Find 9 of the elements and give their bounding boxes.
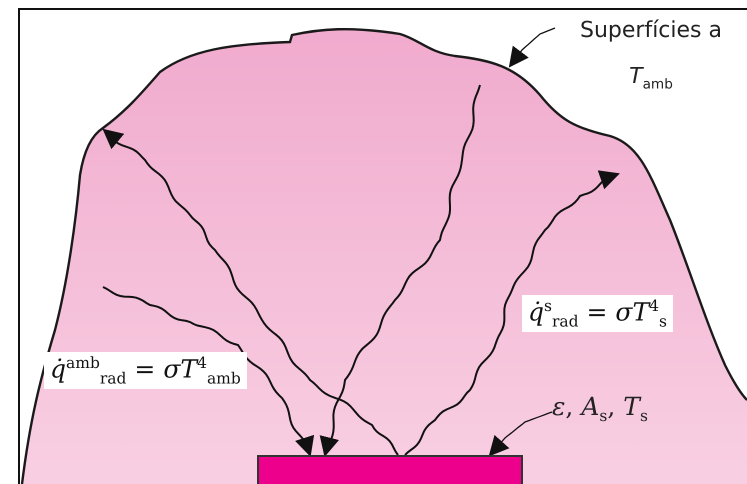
radiation-arrow	[102, 128, 399, 456]
radiation-arrow	[320, 84, 481, 457]
radiation-arrow	[404, 170, 620, 456]
surroundings-label: Superfícies a T$_{amb}$	[555, 8, 747, 104]
leader-line	[488, 411, 552, 456]
leader-line	[508, 27, 556, 68]
surface-block	[257, 455, 523, 484]
surface-properties-label: ε, A$_{s}$, T$_{s}$	[552, 392, 648, 425]
radiation-arrow	[102, 286, 314, 457]
